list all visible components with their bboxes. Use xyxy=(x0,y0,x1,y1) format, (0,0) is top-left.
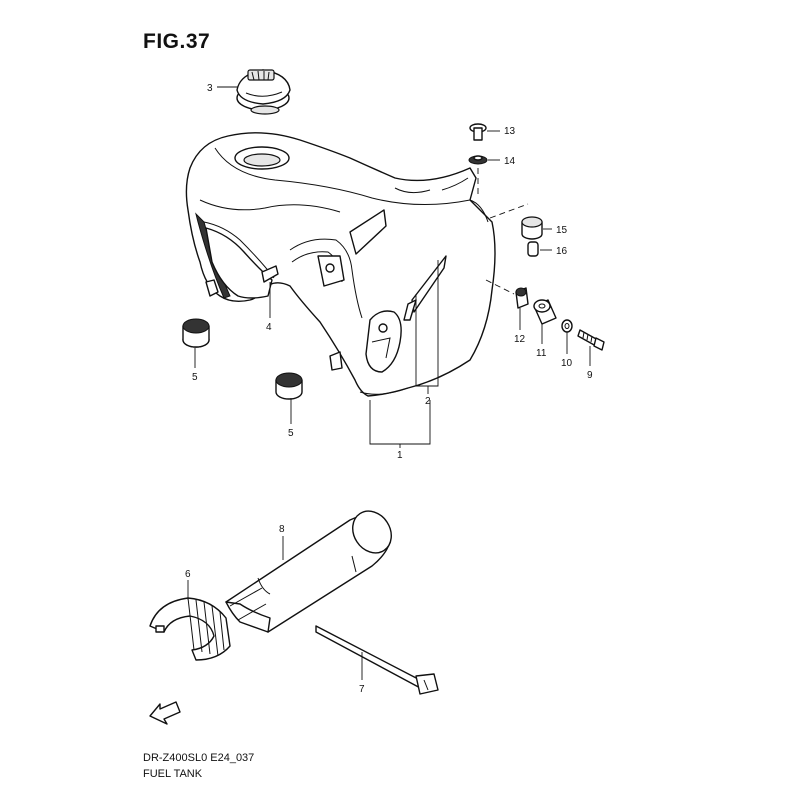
bolt-part-9 xyxy=(577,329,605,351)
callout-14: 14 xyxy=(504,156,516,167)
tube-part-8 xyxy=(225,510,392,633)
callout-4: 4 xyxy=(266,322,272,333)
cushion-part-lower xyxy=(275,372,303,400)
callout-13: 13 xyxy=(504,126,516,137)
callout-5-lower: 5 xyxy=(288,428,294,439)
drawing-code: DR-Z400SL0 E24_037 xyxy=(143,752,255,764)
callout-11: 11 xyxy=(536,348,547,359)
fuel-cap-part xyxy=(236,69,291,115)
callout-2: 2 xyxy=(425,396,431,407)
callout-10: 10 xyxy=(561,358,573,369)
fuel-tank-part xyxy=(185,132,496,397)
callout-5-upper: 5 xyxy=(192,372,198,383)
forward-arrow-icon xyxy=(149,701,181,725)
cushion-part-upper xyxy=(182,318,210,348)
collar-part-12 xyxy=(515,287,529,309)
callout-1: 1 xyxy=(397,450,403,461)
cushion-strip-part xyxy=(261,265,279,283)
callout-7: 7 xyxy=(359,684,365,695)
callout-6: 6 xyxy=(185,569,191,580)
cushion-part-15 xyxy=(521,216,543,240)
callout-9: 9 xyxy=(587,370,593,381)
clip-part-6 xyxy=(149,597,231,661)
washer-part-10 xyxy=(561,319,573,333)
callout-labels: 1 2 3 4 5 5 6 7 8 9 10 11 12 13 14 15 16 xyxy=(185,83,593,695)
callout-16: 16 xyxy=(556,246,568,257)
washer-part-14 xyxy=(468,155,488,165)
callout-3: 3 xyxy=(207,83,213,94)
bolt-part-13 xyxy=(469,123,487,141)
callout-8: 8 xyxy=(279,524,285,535)
collar-part-16 xyxy=(527,241,539,257)
cushion-part-11 xyxy=(533,299,557,325)
callout-15: 15 xyxy=(556,225,568,236)
drawing-name: FUEL TANK xyxy=(143,768,203,780)
callout-12: 12 xyxy=(514,334,526,345)
cable-tie-part-7 xyxy=(315,625,439,695)
figure-title: FIG.37 xyxy=(143,30,211,53)
leader-lines xyxy=(187,86,591,680)
